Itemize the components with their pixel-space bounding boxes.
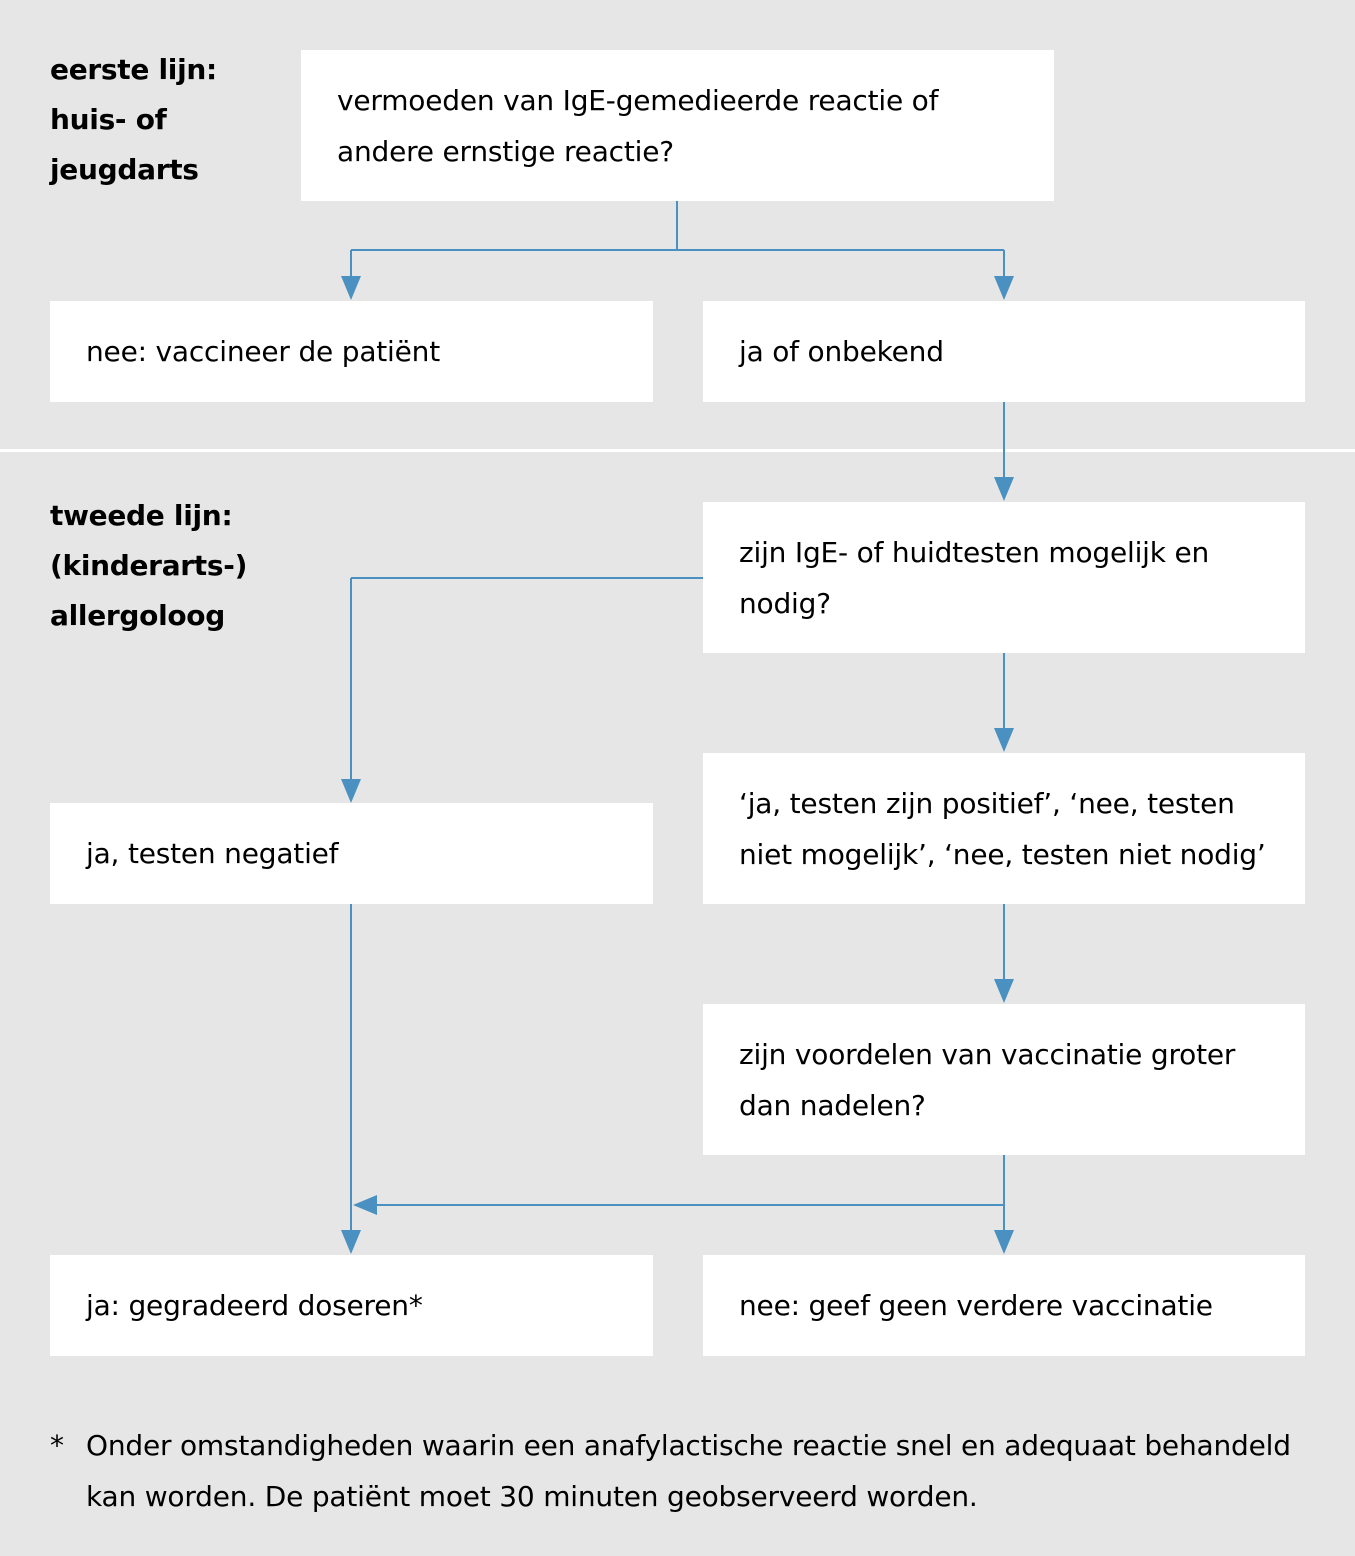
node-text-line: ja, testen negatief xyxy=(86,837,339,870)
node-text-line: nodig? xyxy=(739,586,831,620)
footnote-line: Onder omstandigheden waarin een anafylac… xyxy=(86,1429,1291,1462)
node-graded-dosing: ja: gegradeerd doseren* xyxy=(50,1255,653,1356)
arrowhead-graded-horizontal xyxy=(353,1195,377,1215)
node-text-line: vermoeden van IgE-gemedieerde reactie of xyxy=(337,83,939,117)
arrowhead-graded-dosing xyxy=(341,1230,361,1254)
arrowhead-yes-unknown xyxy=(994,276,1014,300)
lane-label-line: (kinderarts-) xyxy=(50,549,248,582)
node-text-line: nee: vaccineer de patiënt xyxy=(86,335,440,368)
lane-divider xyxy=(0,449,1355,452)
lane-label-line: tweede lijn: xyxy=(50,499,233,532)
node-text-line: dan nadelen? xyxy=(739,1088,926,1122)
arrowhead-no-further xyxy=(994,1230,1014,1254)
lane-label-line: eerste lijn: xyxy=(50,53,217,86)
arrowhead-no-vaccinate xyxy=(341,276,361,300)
arrowhead-yes-negative xyxy=(341,779,361,803)
node-yes-unknown: ja of onbekend xyxy=(703,301,1305,402)
node-text-line: ‘ja, testen zijn positief’, ‘nee, testen xyxy=(739,786,1235,820)
lane-label-second-line: tweede lijn: (kinderarts-) allergoloog xyxy=(50,491,247,641)
node-text-line: niet mogelijk’, ‘nee, testen niet nodig’ xyxy=(739,837,1266,871)
node-tests-possible: zijn IgE- of huidtesten mogelijk en nodi… xyxy=(703,502,1305,653)
node-text-line: ja: gegradeerd doseren* xyxy=(86,1289,423,1322)
lane-label-line: allergoloog xyxy=(50,599,225,632)
lane-label-first-line: eerste lijn: huis- of jeugdarts xyxy=(50,45,217,195)
footnote: * Onder omstandigheden waarin een anafyl… xyxy=(50,1420,1320,1522)
node-no-further: nee: geef geen verdere vaccinatie xyxy=(703,1255,1305,1356)
arrowhead-positive xyxy=(994,728,1014,752)
lane-label-line: huis- of xyxy=(50,103,167,136)
arrowhead-tests-possible xyxy=(994,477,1014,501)
node-text-line: zijn IgE- of huidtesten mogelijk en xyxy=(739,535,1210,569)
node-text-line: andere ernstige reactie? xyxy=(337,134,674,168)
arrowhead-benefits xyxy=(994,979,1014,1003)
footnote-line: kan worden. De patiënt moet 30 minuten g… xyxy=(86,1480,978,1513)
node-no-vaccinate: nee: vaccineer de patiënt xyxy=(50,301,653,402)
node-positive-or-not: ‘ja, testen zijn positief’, ‘nee, testen… xyxy=(703,753,1305,904)
lane-label-line: jeugdarts xyxy=(50,153,199,186)
node-yes-negative: ja, testen negatief xyxy=(50,803,653,904)
node-suspicion: vermoeden van IgE-gemedieerde reactie of… xyxy=(301,50,1054,201)
footnote-marker: * xyxy=(50,1429,64,1462)
node-benefits: zijn voordelen van vaccinatie groter dan… xyxy=(703,1004,1305,1155)
node-text-line: nee: geef geen verdere vaccinatie xyxy=(739,1289,1213,1322)
node-text-line: ja of onbekend xyxy=(739,335,944,368)
node-text-line: zijn voordelen van vaccinatie groter xyxy=(739,1037,1236,1071)
